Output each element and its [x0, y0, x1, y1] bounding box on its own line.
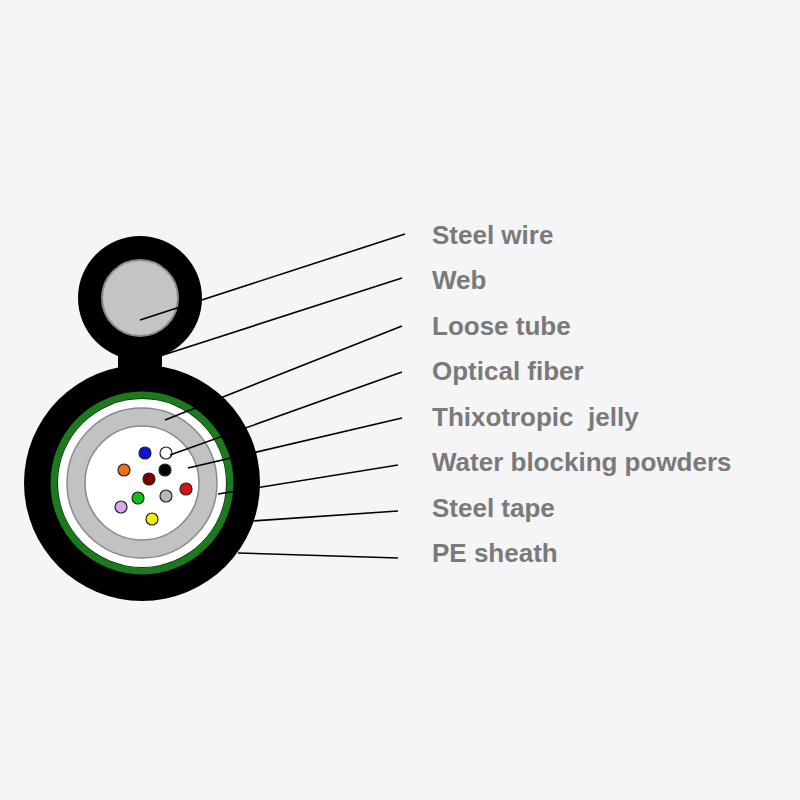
fiber [160, 447, 172, 459]
loose-tube [67, 408, 217, 558]
leader-line [165, 326, 402, 420]
fiber [143, 473, 155, 485]
leader-lines [140, 234, 405, 558]
part-label: Thixotropic jelly [432, 403, 639, 433]
leader-line [170, 372, 402, 455]
leader-line [160, 278, 402, 356]
fiber [139, 447, 151, 459]
leader-line [140, 234, 405, 320]
cable-core [24, 365, 260, 601]
pe-sheath [24, 365, 260, 601]
leader-line [238, 553, 398, 558]
part-label: Loose tube [432, 312, 571, 342]
part-label: PE sheath [432, 539, 558, 569]
part-label: Water blocking powders [432, 448, 732, 478]
steel-wire [102, 260, 178, 336]
messenger-sheath [78, 236, 202, 360]
steel-tape [54, 395, 230, 571]
part-label: Steel wire [432, 221, 553, 251]
part-label: Web [432, 266, 486, 296]
fiber [180, 483, 192, 495]
fiber [115, 501, 127, 513]
optical-fibers [115, 447, 192, 525]
messenger [78, 236, 202, 360]
fiber [132, 492, 144, 504]
fiber [160, 490, 172, 502]
part-label: Steel tape [432, 494, 555, 524]
part-label: Optical fiber [432, 357, 584, 387]
water-blocking-powder [58, 399, 226, 567]
fiber [159, 464, 171, 476]
thixotropic-jelly [85, 426, 199, 540]
leader-line [218, 465, 398, 494]
leader-line [188, 418, 402, 468]
leader-line [252, 511, 398, 521]
fiber [118, 464, 130, 476]
fiber [146, 513, 158, 525]
